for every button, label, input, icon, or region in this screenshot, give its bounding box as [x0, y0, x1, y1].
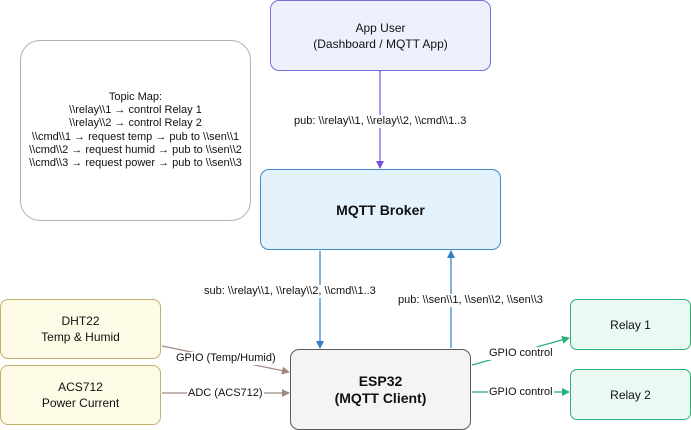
- topic-map-line: \\relay\\1 → control Relay 1: [69, 104, 202, 117]
- topic-map-line: \\cmd\\3 → request power → pub to \\sen\…: [29, 156, 242, 169]
- relay1-node: Relay 1: [570, 299, 691, 350]
- topic-map-line: \\cmd\\1 → request temp → pub to \\sen\\…: [31, 130, 240, 143]
- esp32-subtitle: (MQTT Client): [334, 389, 427, 406]
- edge-label-esp32-relay2: GPIO control: [488, 386, 554, 399]
- topic-map-line: \\cmd\\2 → request humid → pub to \\sen\…: [29, 143, 242, 156]
- topic-map-line: \\relay\\2 → control Relay 2: [69, 117, 202, 130]
- mqtt-broker-node: MQTT Broker: [260, 169, 501, 250]
- relay1-label: Relay 1: [610, 317, 651, 332]
- relay2-label: Relay 2: [610, 387, 651, 402]
- mqtt-broker-label: MQTT Broker: [336, 201, 425, 218]
- acs712-node: ACS712 Power Current: [0, 365, 161, 425]
- edge-label-user-broker: pub: \\relay\\1, \\relay\\2, \\cmd\\1..3: [293, 115, 468, 128]
- dht22-title: DHT22: [61, 314, 100, 328]
- app-user-node: App User (Dashboard / MQTT App): [270, 0, 491, 71]
- esp32-node: ESP32 (MQTT Client): [290, 349, 471, 430]
- acs712-subtitle: Power Current: [41, 396, 120, 410]
- relay2-node: Relay 2: [570, 369, 691, 420]
- esp32-title: ESP32: [358, 372, 403, 389]
- topic-map-line: Topic Map:: [108, 90, 163, 103]
- edge-label-broker-esp32: sub: \\relay\\1, \\relay\\2, \\cmd\\1..3: [203, 285, 377, 298]
- acs712-title: ACS712: [58, 380, 103, 394]
- topic-map-note: Topic Map: \\relay\\1 → control Relay 1 …: [20, 40, 251, 221]
- edge-label-dht22-esp32: GPIO (Temp/Humid): [175, 352, 277, 365]
- edge-label-esp32-relay1: GPIO control: [488, 347, 554, 360]
- dht22-node: DHT22 Temp & Humid: [0, 299, 161, 359]
- edge-label-esp32-broker: pub: \\sen\\1, \\sen\\2, \\sen\\3: [397, 294, 544, 307]
- app-user-subtitle: (Dashboard / MQTT App): [313, 36, 448, 51]
- dht22-subtitle: Temp & Humid: [41, 330, 120, 344]
- app-user-title: App User: [355, 20, 406, 35]
- edge-label-acs712-esp32: ADC (ACS712): [187, 387, 264, 400]
